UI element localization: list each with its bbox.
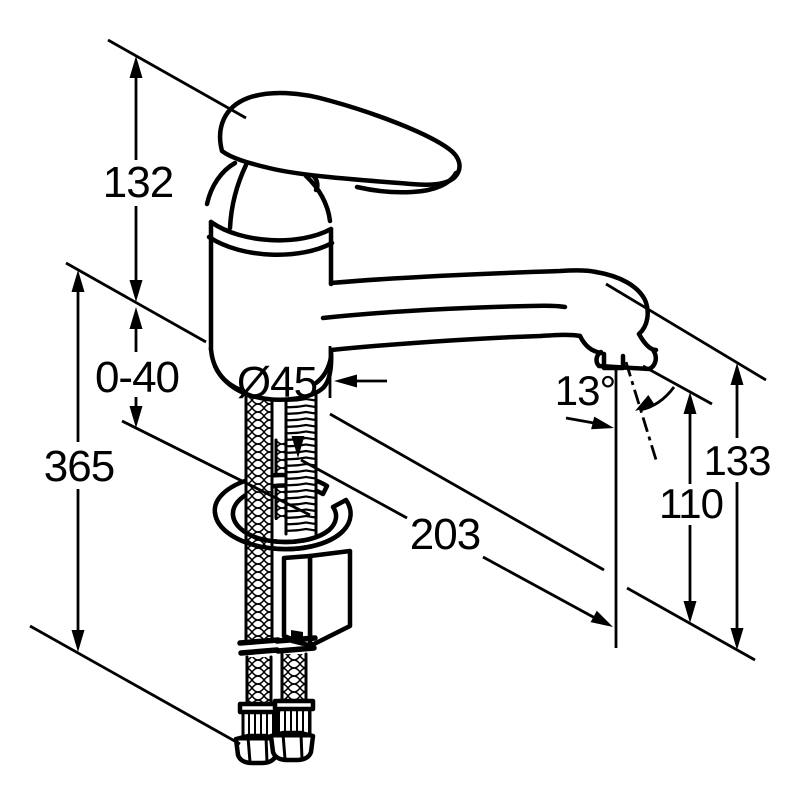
ext-line-deck-mid [329,412,605,572]
threaded-rod [284,378,318,536]
horseshoe-washer-front [212,510,346,552]
dim-label-110: 110 [659,480,723,527]
horseshoe-washer [212,472,353,552]
faucet-spout [320,268,659,372]
dimension-132: 132 [103,56,174,302]
dim-label-13deg: 13° [555,367,616,414]
ext-line-spout-top [605,282,767,382]
dimension-365: 365 [44,270,115,652]
mounting-block [281,548,353,649]
ext-line-handle-top [107,38,247,120]
ext-line-deck-underside [121,419,311,517]
dimension-110: 110 [659,392,724,623]
faucet-drawing [204,90,659,766]
dim-label-203: 203 [410,510,480,559]
ext-line-hose-end [29,624,241,746]
dim-label-365: 365 [44,442,114,491]
faucet-handle [217,90,462,195]
angle-arc [639,386,676,412]
dimension-203: 203 [291,436,613,627]
dimension-d45: Ø45 [237,346,387,407]
ext-line-deck-left [65,261,207,344]
faucet-body [206,219,335,353]
dimension-13deg: 13° [555,361,676,464]
ext-line-deck-right [626,586,756,662]
aerator [594,347,659,372]
ext-line-spout-outlet [642,364,713,406]
dimension-133: 133 [703,363,772,650]
water-stream-centerline [624,361,659,464]
hose-end-right [268,652,316,763]
cartridge-dome [204,160,333,231]
dim-label-0-40: 0-40 [95,353,179,402]
dim-label-132: 132 [103,158,173,207]
dimension-annotations: 132 0-40 365 Ø45 [29,38,772,746]
dim-label-133: 133 [703,437,770,484]
hose-break-marks [237,635,318,656]
flex-hose-left [244,378,274,643]
dimension-0-40: 0-40 [95,307,180,428]
dim-label-d45: Ø45 [237,358,317,407]
